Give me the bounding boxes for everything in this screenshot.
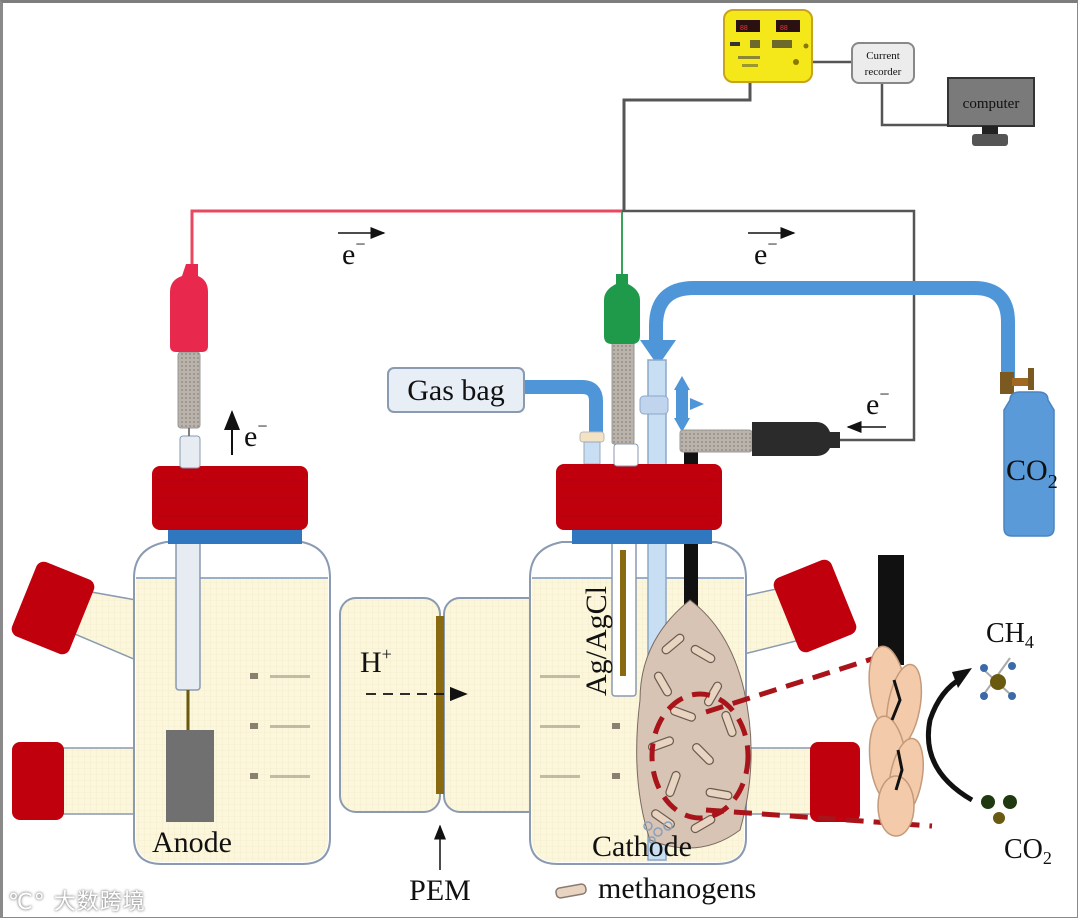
connecting-bridge bbox=[339, 597, 545, 813]
co2-cylinder: CO2 bbox=[1000, 368, 1058, 537]
gas-inlet-valve bbox=[639, 376, 704, 432]
methanogens-legend: methanogens bbox=[555, 872, 756, 905]
anode-clip bbox=[170, 264, 208, 436]
current-recorder-label-1: Current bbox=[866, 50, 900, 62]
methanogens-label: methanogens bbox=[598, 872, 756, 905]
recorder-to-computer-wire bbox=[880, 82, 948, 127]
current-recorder: Current recorder bbox=[851, 42, 915, 84]
pem-membrane bbox=[436, 616, 444, 794]
electron-arrow-left-top: e− bbox=[338, 227, 386, 271]
conversion-cycle bbox=[925, 668, 974, 803]
reference-electrode-label: Ag/AgCl bbox=[580, 586, 613, 696]
potentiostat: 88 88 bbox=[723, 9, 813, 83]
ch4-molecule: CH4 bbox=[980, 618, 1034, 700]
ch4-label: CH4 bbox=[986, 618, 1034, 652]
cathode-scale-marks bbox=[540, 675, 620, 779]
wiring bbox=[190, 60, 948, 442]
gas-bag-label: Gas bag bbox=[407, 374, 504, 407]
electron-arrow-right-top: e− bbox=[748, 227, 796, 271]
biofilm bbox=[636, 599, 752, 849]
co2-substrate-label: CO2 bbox=[1004, 834, 1052, 868]
anode-cap bbox=[152, 435, 308, 544]
cathode-label: Cathode bbox=[592, 830, 692, 863]
magnified-electrode bbox=[705, 555, 933, 837]
methanogen-icon bbox=[555, 883, 587, 899]
proton-transfer: H+ bbox=[360, 644, 468, 702]
electron-label: e− bbox=[244, 416, 267, 453]
current-recorder-label-2: recorder bbox=[865, 66, 902, 78]
potentiostat-to-junction-wire bbox=[622, 82, 752, 211]
svg-text:88: 88 bbox=[740, 25, 748, 32]
anode-chamber: Anode bbox=[133, 529, 331, 865]
watermark-text: 大数跨境 bbox=[53, 890, 146, 915]
electron-arrow-anode: e− bbox=[224, 410, 267, 455]
watermark-logo-icon: ℃° bbox=[8, 890, 46, 915]
pem-label: PEM bbox=[409, 874, 471, 907]
anode-label: Anode bbox=[152, 826, 232, 859]
anode-side-arms bbox=[11, 561, 141, 820]
svg-text:88: 88 bbox=[780, 25, 788, 32]
cathode-clip bbox=[679, 422, 840, 456]
co2-supply-pipe bbox=[640, 281, 1015, 378]
cathode-cap bbox=[556, 464, 722, 544]
anode-wire bbox=[190, 209, 622, 265]
electron-label: e− bbox=[866, 384, 889, 421]
electron-label: e− bbox=[342, 234, 365, 271]
computer-label: computer bbox=[963, 96, 1020, 112]
cathode-loop-wire bbox=[622, 209, 916, 442]
zoom-region-outline bbox=[649, 691, 751, 821]
co2-cylinder-label: CO2 bbox=[1006, 454, 1058, 493]
watermark: ℃° 大数跨境 bbox=[8, 884, 146, 916]
electron-arrow-cathode: e− bbox=[846, 384, 889, 433]
computer: computer bbox=[947, 77, 1035, 146]
proton-label: H+ bbox=[360, 644, 392, 679]
anode-scale-marks bbox=[250, 673, 310, 779]
electron-label: e− bbox=[754, 234, 777, 271]
co2-molecule: CO2 bbox=[981, 795, 1052, 868]
pem-pointer: PEM bbox=[409, 824, 471, 907]
gas-bag: Gas bag bbox=[387, 367, 605, 465]
reference-clip bbox=[604, 274, 640, 467]
anode-electrode bbox=[166, 730, 214, 822]
cathode-side-arms bbox=[743, 559, 860, 822]
